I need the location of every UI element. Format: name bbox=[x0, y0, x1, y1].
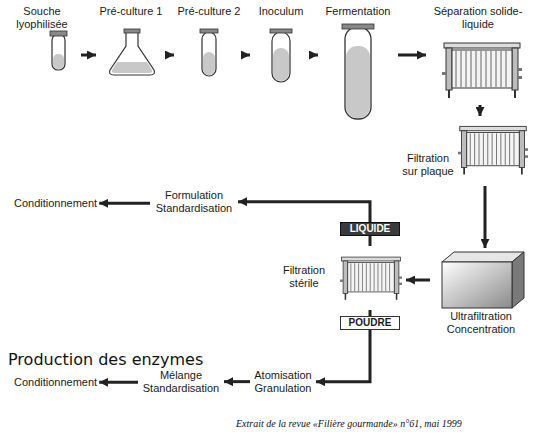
step-label: Inoculum bbox=[250, 5, 312, 18]
flow-arrow bbox=[406, 279, 430, 282]
state-box: POUDRE bbox=[340, 316, 400, 330]
tube-icon bbox=[200, 29, 218, 76]
flow-arrow bbox=[369, 236, 372, 247]
step-label: Mélange Standardisation bbox=[140, 369, 222, 394]
process-step: Conditionnement bbox=[12, 375, 99, 390]
process-step: Conditionnement bbox=[12, 196, 99, 211]
step-label: Atomisation Granulation bbox=[252, 369, 314, 394]
step-label: LIQUIDE bbox=[341, 223, 399, 235]
step-label: Formulation Standardisation bbox=[152, 189, 236, 214]
step-label: Pré-culture 2 bbox=[174, 5, 244, 18]
flow-arrow bbox=[479, 105, 482, 116]
step-label: POUDRE bbox=[341, 317, 399, 329]
fermenter-icon bbox=[342, 24, 374, 119]
filter-press-icon bbox=[458, 126, 528, 174]
flow-arrow bbox=[238, 202, 370, 222]
flow-arrow bbox=[312, 54, 318, 57]
step-label: Souche lyophilisée bbox=[3, 5, 81, 30]
process-step: Formulation Standardisation bbox=[150, 188, 238, 215]
press-step: Filtration sur plaque bbox=[400, 116, 530, 186]
step-label: Pré-culture 1 bbox=[96, 5, 166, 18]
source-caption: Extrait de la revue «Filière gourmande» … bbox=[236, 418, 462, 429]
flow-arrow bbox=[398, 54, 426, 57]
step-label: Ultrafiltration Concentration bbox=[430, 310, 532, 335]
flask-step: Pré-culture 1 bbox=[96, 5, 166, 77]
flow-arrow bbox=[484, 186, 487, 248]
flask-icon bbox=[110, 29, 155, 75]
tube-step: Inoculum bbox=[250, 5, 312, 83]
ultrafiltration-step: Ultrafiltration Concentration bbox=[430, 248, 532, 344]
press-step: Filtration stérile bbox=[272, 246, 406, 310]
step-label: Filtration sur plaque bbox=[400, 152, 456, 177]
state-box: LIQUIDE bbox=[340, 222, 400, 236]
flow-arrow bbox=[166, 54, 174, 57]
fermenter-step: Fermentation bbox=[318, 5, 398, 120]
flow-arrow bbox=[99, 202, 150, 205]
step-label: Conditionnement bbox=[14, 197, 97, 210]
step-label: Fermentation bbox=[318, 5, 398, 18]
filter-press-icon bbox=[340, 257, 402, 300]
process-step: Mélange Standardisation bbox=[138, 368, 224, 395]
flow-arrow bbox=[99, 381, 138, 384]
filter-press-icon bbox=[442, 43, 522, 98]
press-step: Séparation solide-liquide bbox=[426, 5, 530, 105]
step-label: Conditionnement bbox=[14, 376, 97, 389]
ultrafiltration-icon bbox=[442, 252, 524, 308]
flow-arrow bbox=[244, 54, 250, 57]
vial-icon bbox=[50, 31, 67, 70]
flow-arrow bbox=[224, 380, 250, 383]
step-label: Séparation solide-liquide bbox=[426, 5, 530, 30]
flow-arrow bbox=[81, 54, 96, 57]
diagram-title: Production des enzymes bbox=[8, 350, 203, 369]
vial-step: Souche lyophilisée bbox=[3, 5, 81, 75]
step-label: Filtration stérile bbox=[272, 264, 336, 289]
tube-step: Pré-culture 2 bbox=[174, 5, 244, 77]
tube-icon bbox=[270, 29, 292, 82]
flow-arrow bbox=[316, 330, 370, 382]
process-step: Atomisation Granulation bbox=[250, 368, 316, 395]
